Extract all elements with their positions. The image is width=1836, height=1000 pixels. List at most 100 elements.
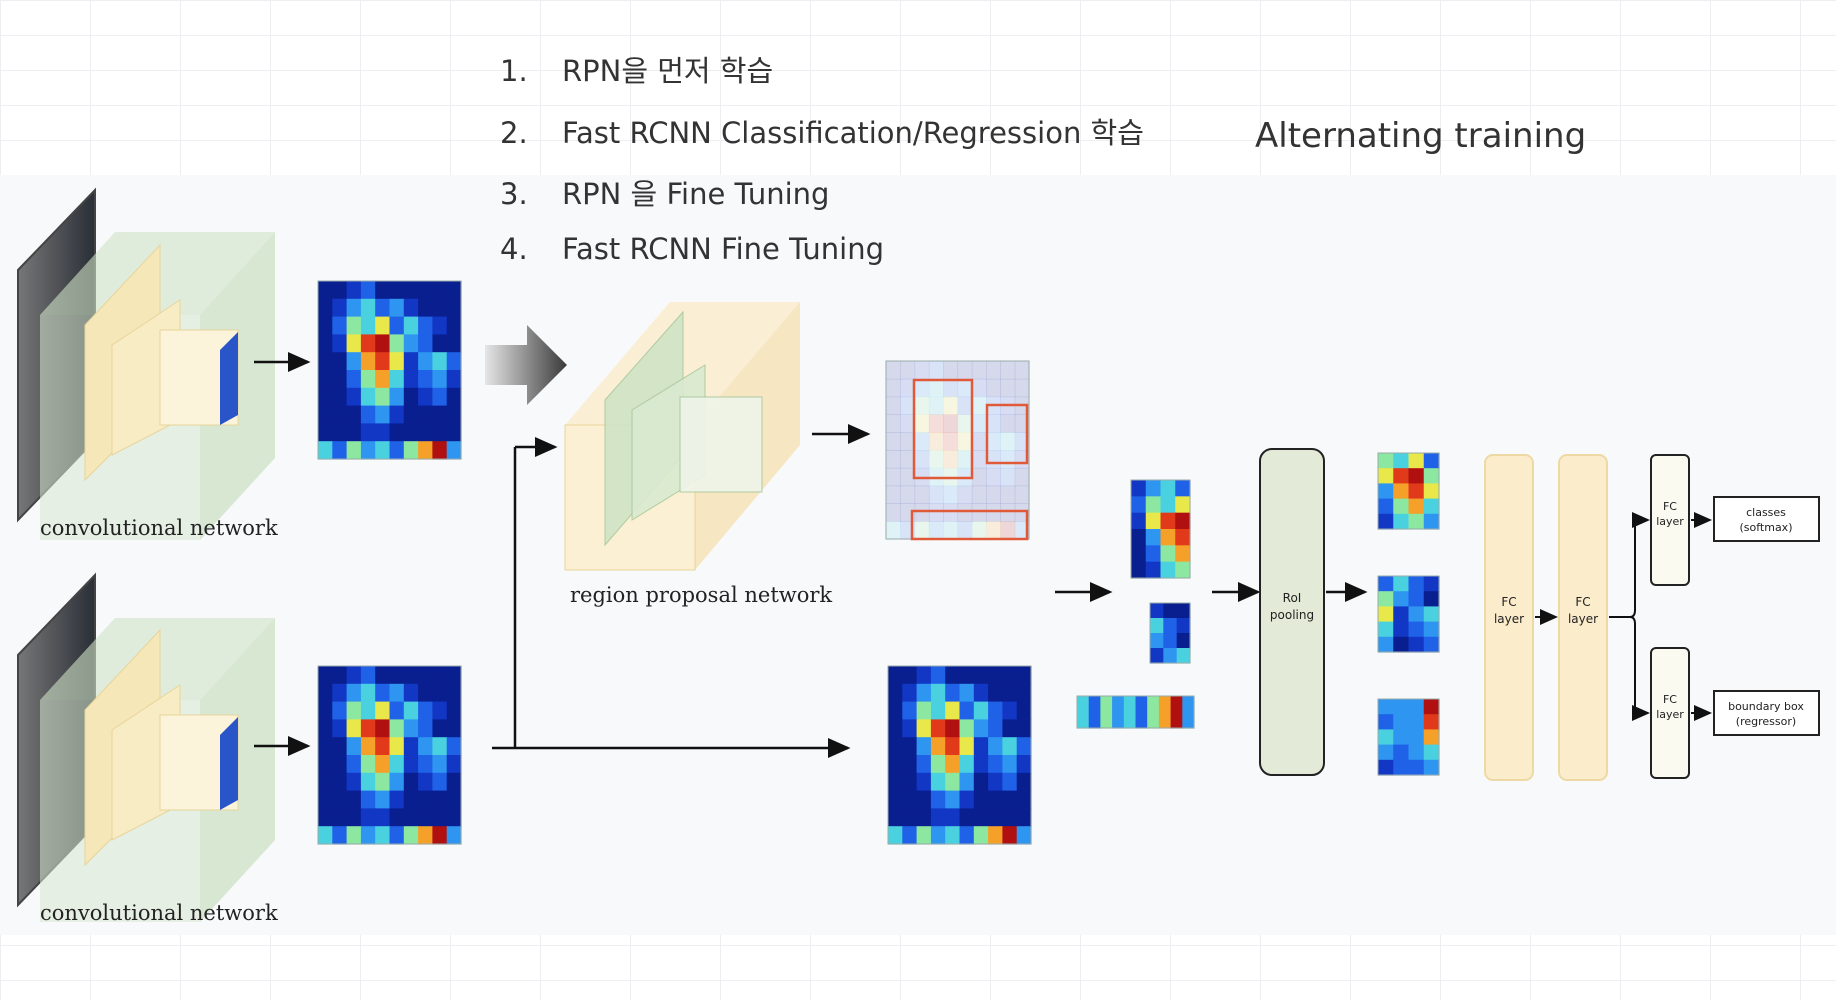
- heatmap-cell: [1423, 621, 1440, 638]
- heatmap-cell: [318, 387, 333, 407]
- heatmap-cell: [1393, 453, 1410, 469]
- heatmap-cell: [332, 298, 348, 318]
- conv-label-top: convolutional network: [40, 516, 278, 540]
- heatmap-cell: [1423, 453, 1440, 469]
- classes-label-1: classes: [1746, 506, 1786, 519]
- heatmap-cell: [346, 826, 362, 845]
- heatmap-cell: [332, 423, 348, 442]
- fc-layer-bottom-label-1: FC: [1663, 693, 1677, 706]
- heatmap-cell: [346, 683, 362, 703]
- heatmap-cell: [902, 755, 918, 774]
- heatmap-cell: [403, 683, 419, 703]
- heatmap-cell: [959, 772, 975, 792]
- heatmap-cell: [1393, 483, 1410, 500]
- heatmap-cell: [446, 790, 462, 809]
- heatmap-cell: [1393, 576, 1410, 592]
- heatmap-cell: [446, 701, 462, 720]
- heatmap-cell: [1131, 529, 1147, 546]
- heatmap-cell: [1408, 483, 1425, 500]
- heatmap-cell: [945, 683, 961, 703]
- heatmap-cell: [959, 755, 975, 774]
- step-3-text: RPN 을 Fine Tuning: [562, 177, 830, 211]
- heatmap-cell: [943, 378, 959, 398]
- heatmap-cell: [446, 352, 462, 371]
- heatmap-cell: [928, 521, 944, 540]
- background-grid-bottom: [0, 935, 1836, 1000]
- heatmap-cell: [886, 503, 901, 522]
- heatmap-cell: [902, 666, 918, 685]
- heatmap-cell: [1145, 545, 1162, 563]
- heatmap-cell: [957, 378, 973, 398]
- bbox-label-2: (regressor): [1736, 715, 1796, 728]
- heatmap-cell: [1163, 648, 1178, 664]
- heatmap-cell: [916, 683, 932, 703]
- heatmap-cell: [1423, 729, 1440, 746]
- heatmap-cell: [446, 281, 462, 300]
- conv-network-top: convolutional network: [17, 187, 278, 540]
- heatmap-cell: [1158, 696, 1172, 729]
- heatmap-cell: [389, 352, 405, 371]
- heatmap-cell: [957, 521, 973, 540]
- heatmap-cell: [971, 361, 987, 380]
- heatmap-cell: [375, 441, 391, 460]
- heatmap-cell: [1408, 699, 1425, 715]
- heatmap-cell: [403, 316, 419, 335]
- heatmap-cell: [389, 666, 405, 685]
- heatmap-cell: [930, 737, 946, 756]
- heatmap-cell: [943, 361, 959, 380]
- heatmap-cell: [930, 719, 946, 738]
- heatmap-cell: [318, 666, 333, 685]
- heatmap-cell: [902, 826, 918, 845]
- heatmap-cell: [1393, 699, 1410, 715]
- heatmap-cell: [375, 790, 391, 809]
- heatmap-cell: [1378, 621, 1394, 638]
- step-1-number: 1.: [500, 54, 528, 88]
- heatmap-cell: [1378, 699, 1394, 715]
- heatmap-cell: [346, 737, 362, 756]
- heatmap-cell: [888, 719, 903, 738]
- classes-box: [1713, 496, 1820, 542]
- heatmap-cell: [971, 485, 987, 504]
- heatmap-cell: [988, 683, 1003, 703]
- heatmap-cell: [360, 316, 376, 335]
- heatmap-cell: [1135, 696, 1148, 729]
- heatmap-cell: [928, 432, 944, 451]
- heatmap-cell: [446, 826, 462, 845]
- rpn-label: region proposal network: [570, 583, 832, 607]
- heatmap-cell: [318, 683, 333, 703]
- heatmap-cell: [888, 737, 903, 756]
- heatmap-cell: [432, 790, 448, 809]
- heatmap-cell: [886, 467, 901, 487]
- heatmap-cell: [1378, 606, 1394, 623]
- heatmap-border: [1130, 479, 1191, 579]
- step-2-number: 2.: [500, 116, 528, 150]
- heatmap-cell: [1423, 498, 1440, 515]
- heatmap-cell: [418, 405, 433, 424]
- heatmap-cell: [914, 432, 930, 451]
- heatmap-cell: [1016, 666, 1032, 685]
- heatmap-cell: [360, 370, 376, 389]
- proposal-map: [885, 360, 1030, 541]
- big-transition-arrow: [485, 325, 567, 405]
- heatmap-cell: [318, 298, 333, 318]
- heatmap-cell: [943, 450, 959, 469]
- heatmap-cell: [900, 396, 916, 415]
- proposal-box-2: [985, 403, 1029, 465]
- heatmap-cell: [900, 467, 916, 487]
- heatmap-cell: [1378, 468, 1394, 484]
- heatmap-cell: [914, 361, 930, 380]
- heatmap-cell: [360, 826, 376, 845]
- heatmap-cell: [446, 298, 462, 318]
- heatmap-cell: [1378, 636, 1394, 653]
- heatmap-cell: [375, 405, 391, 424]
- feature-map-bottom: [317, 665, 462, 845]
- heatmap-cell: [888, 755, 903, 774]
- heatmap-cell: [432, 352, 448, 371]
- heatmap-cell: [346, 772, 362, 792]
- heatmap-cell: [957, 503, 973, 522]
- heatmap-cell: [332, 405, 348, 424]
- heatmap-cell: [930, 826, 946, 845]
- heatmap-cell: [389, 334, 405, 353]
- heatmap-cell: [1175, 529, 1191, 546]
- heatmap-cell: [943, 414, 959, 433]
